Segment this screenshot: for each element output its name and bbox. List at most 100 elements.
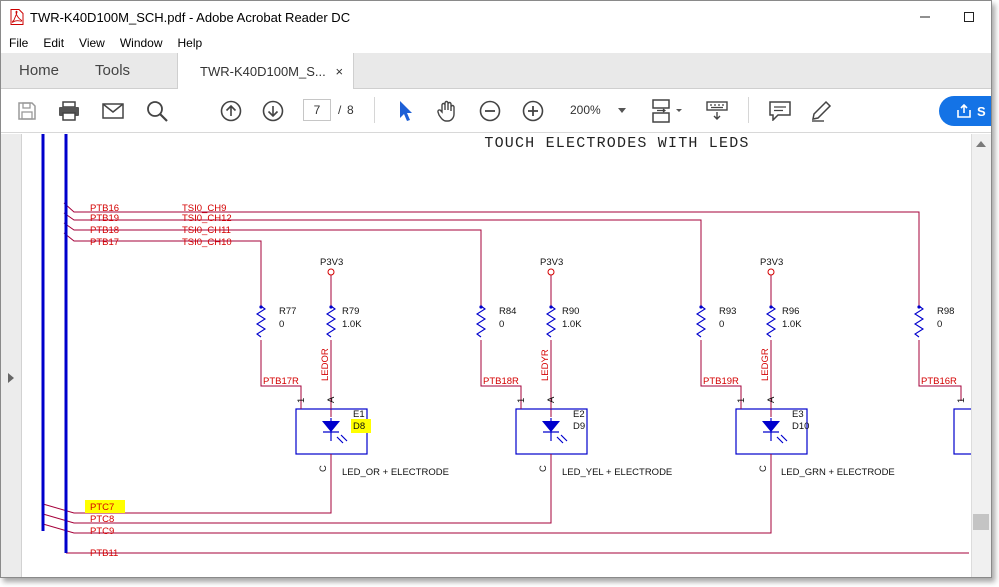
vertical-scrollbar[interactable] — [971, 134, 991, 577]
close-tab-icon[interactable]: × — [335, 64, 344, 79]
hand-tool-button[interactable] — [435, 99, 459, 123]
scroll-thumb[interactable] — [973, 514, 989, 530]
arrow-up-circle-icon — [220, 100, 242, 122]
label-led-grn: LED_GRN + ELECTRODE — [781, 467, 895, 478]
val-r79: 1.0K — [342, 319, 362, 330]
net-ptb17: PTB17 — [90, 237, 119, 248]
label-led-or: LED_OR + ELECTRODE — [342, 467, 449, 478]
zoom-out-button[interactable] — [478, 99, 502, 123]
pin-1-e3: 1 — [736, 398, 747, 403]
net-ptb11: PTB11 — [90, 548, 118, 559]
pin-1-e2: 1 — [516, 398, 527, 403]
ref-r90: R90 — [562, 306, 579, 317]
ref-r93: R93 — [719, 306, 736, 317]
ref-r98: R98 — [937, 306, 954, 317]
plus-circle-icon — [522, 100, 544, 122]
menu-help[interactable]: Help — [177, 36, 203, 50]
net-ptb18r: PTB18R — [483, 376, 519, 387]
tab-home[interactable]: Home — [19, 62, 60, 79]
document-view[interactable]: TOUCH ELECTRODES WITH LEDS PTB16 PTB19 P… — [22, 134, 971, 577]
ref-r84: R84 — [499, 306, 516, 317]
net-ptc9: PTC9 — [90, 526, 114, 537]
tsi-ch12: TSI0_CH12 — [182, 213, 232, 224]
ref-e3: E3 — [792, 409, 804, 420]
val-r90: 1.0K — [562, 319, 582, 330]
net-ledgr: LEDGR — [760, 348, 771, 381]
schematic-title: TOUCH ELECTRODES WITH LEDS — [484, 135, 749, 152]
ref-r77: R77 — [279, 306, 296, 317]
net-ptb17r: PTB17R — [263, 376, 299, 387]
previous-page-button[interactable] — [219, 99, 243, 123]
scroll-up-icon[interactable] — [976, 141, 986, 147]
tab-document[interactable]: TWR-K40D100M_S... × — [177, 53, 355, 90]
pdf-file-icon — [10, 9, 24, 25]
share-icon — [957, 104, 971, 118]
tab-bar: Home Tools TWR-K40D100M_S... × — [1, 53, 991, 90]
print-icon — [59, 101, 79, 121]
cursor-arrow-icon — [400, 101, 412, 121]
keyboard-tool-button[interactable] — [705, 99, 729, 123]
tsi-ch9: TSI0_CH9 — [182, 203, 226, 214]
menu-edit[interactable]: Edit — [43, 36, 65, 50]
zoom-in-button[interactable] — [521, 99, 545, 123]
val-r96: 1.0K — [782, 319, 802, 330]
find-button[interactable] — [145, 99, 169, 123]
pin-c-e3: C — [758, 465, 769, 472]
zoom-dropdown[interactable]: 200% — [564, 99, 634, 121]
net-ptb19: PTB19 — [90, 213, 119, 224]
pin-a-e1: A — [326, 396, 337, 403]
minimize-button[interactable] — [903, 1, 947, 33]
tab-tools[interactable]: Tools — [95, 62, 131, 79]
expand-panel-icon[interactable] — [8, 373, 14, 383]
chevron-down-icon — [618, 108, 626, 113]
ref-e2: E2 — [573, 409, 585, 420]
comment-icon — [769, 101, 791, 121]
pin-a-e2: A — [546, 396, 557, 403]
ref-r96: R96 — [782, 306, 799, 317]
page-number-input[interactable]: 7 — [303, 99, 331, 121]
ref-r79: R79 — [342, 306, 359, 317]
save-icon — [18, 102, 36, 120]
search-icon — [147, 101, 168, 122]
net-ptc8: PTC8 — [90, 514, 114, 525]
left-panel-strip[interactable] — [1, 134, 22, 577]
next-page-button[interactable] — [261, 99, 285, 123]
menu-file[interactable]: File — [9, 36, 29, 50]
comment-button[interactable] — [768, 99, 792, 123]
window-title: TWR-K40D100M_SCH.pdf - Adobe Acrobat Rea… — [30, 9, 351, 25]
val-r77: 0 — [279, 319, 284, 330]
net-ptb16r: PTB16R — [921, 376, 957, 387]
menu-view[interactable]: View — [79, 36, 105, 50]
pin-a-e3: A — [766, 396, 777, 403]
tab-document-label: TWR-K40D100M_S... — [200, 64, 326, 79]
power-p3v3-2: P3V3 — [540, 257, 563, 268]
power-p3v3-3: P3V3 — [760, 257, 783, 268]
ref-d9: D9 — [573, 421, 585, 432]
share-button[interactable]: S — [939, 96, 991, 126]
save-button[interactable] — [15, 99, 39, 123]
arrow-down-circle-icon — [262, 100, 284, 122]
maximize-button[interactable] — [947, 1, 991, 33]
maximize-icon — [964, 12, 974, 22]
pin-c-e2: C — [538, 465, 549, 472]
minus-circle-icon — [479, 100, 501, 122]
label-led-yel: LED_YEL + ELECTRODE — [562, 467, 672, 478]
fit-page-icon — [652, 99, 682, 123]
tsi-ch10: TSI0_CH10 — [182, 237, 232, 248]
print-button[interactable] — [57, 99, 81, 123]
toolbar — [1, 89, 991, 133]
ref-d10: D10 — [792, 421, 809, 432]
email-button[interactable] — [101, 99, 125, 123]
select-tool-button[interactable] — [394, 99, 418, 123]
menu-window[interactable]: Window — [119, 36, 163, 50]
pin-1-e1: 1 — [296, 398, 307, 403]
keyboard-icon — [706, 101, 728, 120]
highlight-button[interactable] — [809, 99, 833, 123]
page-display-button[interactable] — [651, 99, 685, 123]
ref-d8: D8 — [353, 421, 365, 432]
tsi-ch11: TSI0_CH11 — [182, 225, 231, 236]
menu-bar: File Edit View Window Help — [1, 33, 991, 53]
zoom-value: 200% — [570, 103, 601, 117]
schematic-drawing: TOUCH ELECTRODES WITH LEDS PTB16 PTB19 P… — [41, 134, 971, 559]
title-bar: TWR-K40D100M_SCH.pdf - Adobe Acrobat Rea… — [1, 1, 991, 33]
